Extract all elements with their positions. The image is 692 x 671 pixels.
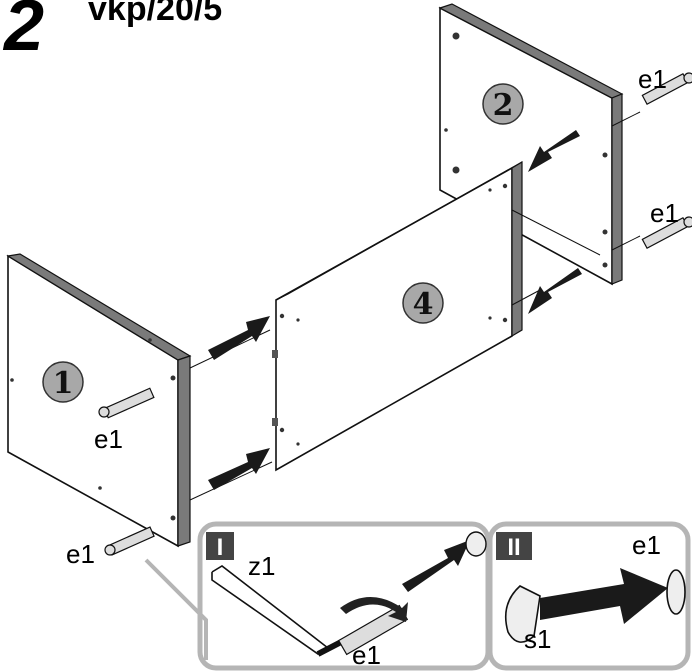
- panel-4-number: 4: [413, 287, 434, 322]
- shelf-panel-4: [272, 160, 523, 472]
- badge-panel-4: 4: [402, 282, 444, 324]
- badge-panel-2: 2: [482, 83, 524, 125]
- rotate-arrow-icon: [340, 597, 408, 622]
- dowel-e1-mid-right: [641, 216, 692, 250]
- inset-ii-label: II: [507, 534, 520, 561]
- model-code: vkp/20/5: [88, 0, 222, 28]
- arrow-left-icon: [528, 268, 582, 314]
- step-number: 2: [2, 0, 44, 66]
- push-arrow-icon: [540, 568, 668, 624]
- callout-connector: [144, 558, 208, 660]
- label-e1-inset-i: e1: [352, 640, 381, 670]
- label-s1: s1: [524, 624, 551, 654]
- label-e1-top-right: e1: [638, 64, 667, 94]
- dowel-e1-left: [98, 387, 155, 419]
- side-panel-2: [438, 3, 624, 286]
- insert-arrow-icon: [402, 540, 470, 592]
- cover-cap-icon: [504, 585, 541, 643]
- label-z1: z1: [248, 551, 275, 581]
- arrow-left-icon: [528, 130, 580, 172]
- side-panel-1: [6, 253, 192, 548]
- label-e1-mid-right: e1: [650, 198, 679, 228]
- arrow-right-icon: [208, 448, 270, 490]
- inset-i: I z1 e1: [197, 521, 491, 671]
- arrow-icons: [208, 130, 582, 490]
- dowel-e1-top-right: [641, 72, 692, 106]
- inset-i-label: I: [217, 534, 224, 561]
- label-e1-bottom-left: e1: [66, 539, 95, 569]
- badge-panel-1: 1: [42, 361, 84, 403]
- arrow-right-icon: [208, 316, 270, 360]
- panel-2-number: 2: [493, 88, 514, 123]
- label-e1-left: e1: [94, 424, 123, 454]
- inset-ii: II e1 s1: [487, 521, 691, 671]
- panel-1-number: 1: [53, 366, 74, 401]
- dowel-e1-bottom-left: [104, 526, 155, 556]
- label-e1-inset-ii: e1: [632, 530, 661, 560]
